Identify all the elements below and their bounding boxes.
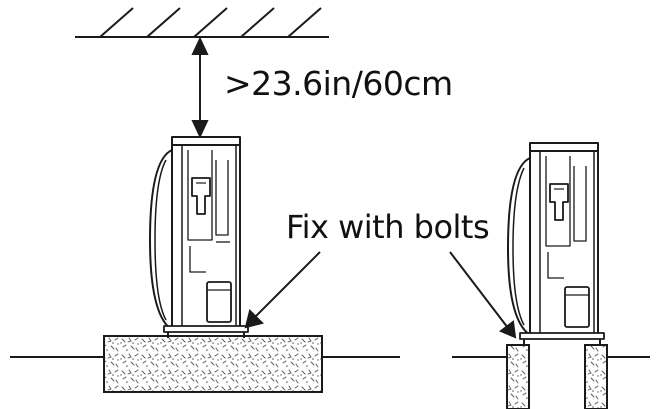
outdoor-unit-right	[507, 142, 605, 345]
bolt-arrow-right	[449, 251, 509, 329]
bolt-arrows	[244, 251, 517, 339]
ceiling	[75, 7, 329, 38]
clearance-label: >23.6in/60cm	[224, 64, 453, 103]
concrete-base-left	[103, 335, 323, 393]
bolt-arrow-left	[253, 251, 321, 319]
clearance-arrow	[191, 36, 209, 139]
concrete-pillars-right	[506, 344, 608, 409]
outdoor-unit-left	[149, 136, 249, 338]
fix-bolts-label: Fix with bolts	[286, 208, 490, 246]
